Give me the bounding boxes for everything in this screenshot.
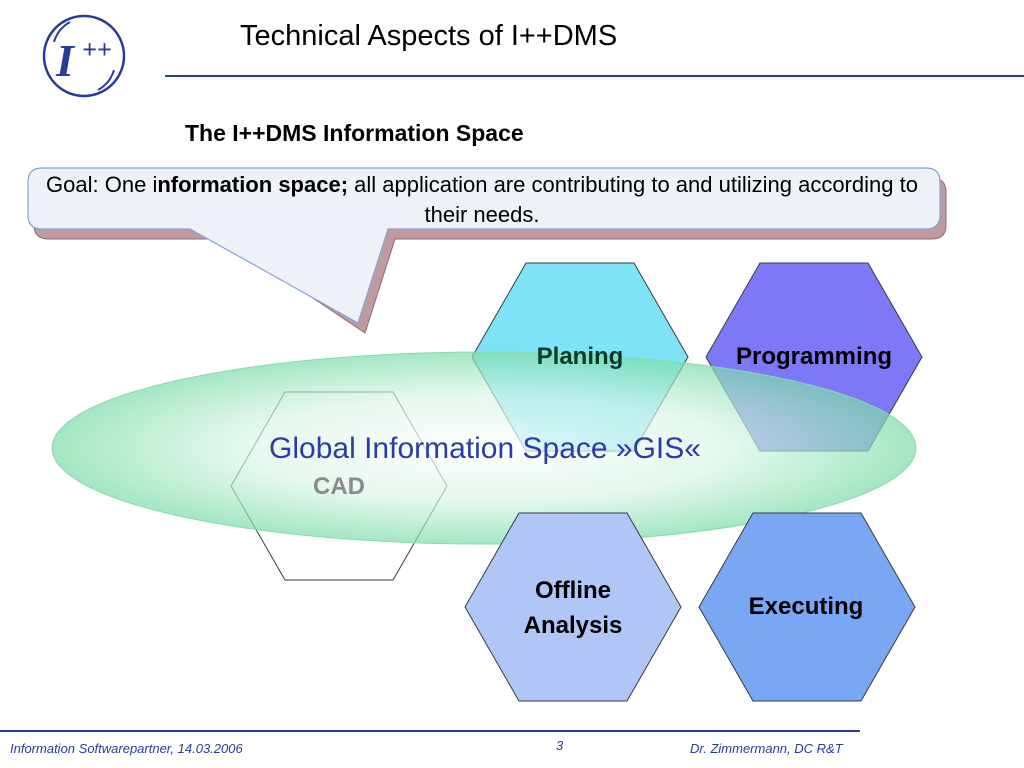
- callout-bold: nformation space;: [157, 172, 349, 197]
- footer-company-date: Information Softwarepartner, 14.03.2006: [10, 741, 243, 756]
- hexagon-executing: [698, 512, 916, 702]
- slide-title: Technical Aspects of I++DMS: [240, 20, 618, 52]
- page-number: 3: [556, 738, 564, 753]
- label-cad: CAD: [313, 473, 365, 500]
- label-offline-line1: Offline: [535, 577, 611, 604]
- title-divider: [165, 75, 1024, 77]
- svg-text:++: ++: [82, 35, 112, 64]
- gis-ellipse: [51, 351, 917, 545]
- callout-text: Goal: One information space; all applica…: [36, 170, 928, 230]
- footer-author: Dr. Zimmermann, DC R&T: [690, 741, 843, 756]
- footer-divider: [0, 730, 860, 732]
- callout-bubble: [27, 167, 941, 324]
- gis-label: Global Information Space »GIS«: [269, 432, 701, 465]
- label-planing: Planing: [536, 343, 624, 370]
- slide-subtitle: The I++DMS Information Space: [185, 120, 524, 146]
- label-programming: Programming: [735, 343, 893, 370]
- iplusplus-logo: I ++: [42, 14, 126, 98]
- hexagon-offline-analysis: [464, 512, 682, 702]
- callout-prefix: Goal: One i: [46, 172, 158, 197]
- label-executing: Executing: [748, 593, 864, 620]
- callout-suffix: all application are contributing to and …: [348, 172, 918, 227]
- svg-text:I: I: [55, 35, 76, 86]
- label-offline-line2: Analysis: [523, 612, 623, 639]
